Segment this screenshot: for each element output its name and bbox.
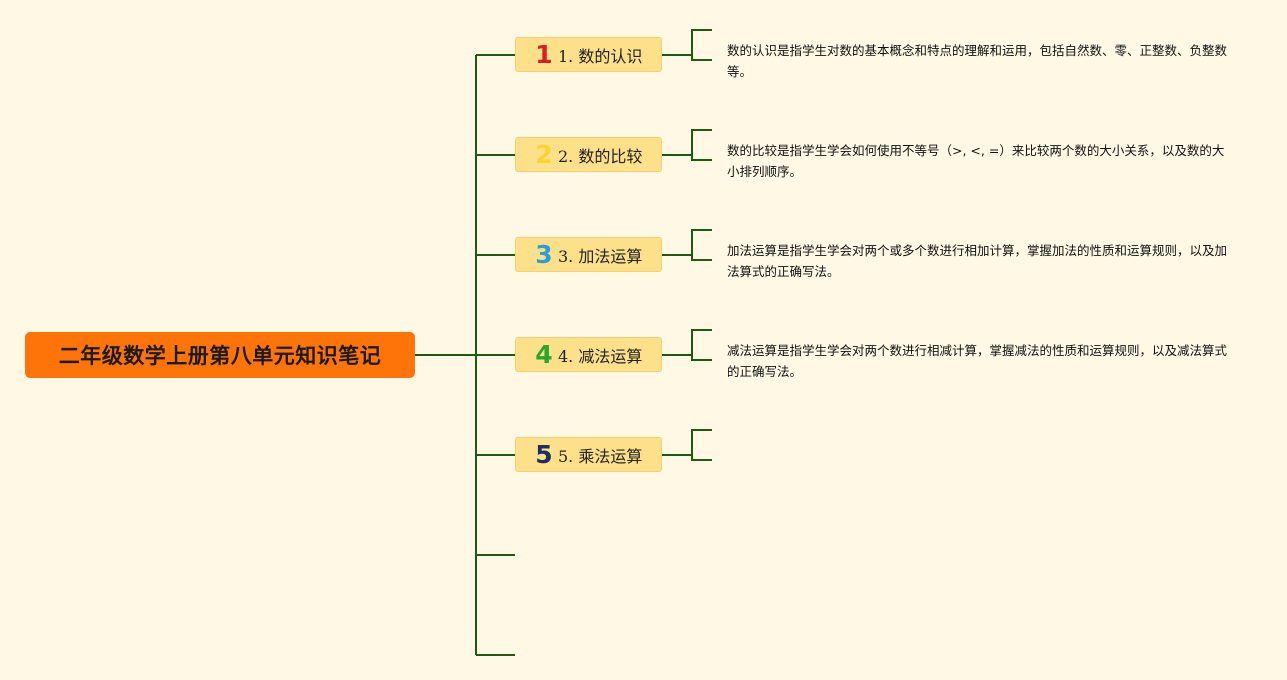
topic-number-recognition[interactable]: 1 1. 数的认识 [515,37,662,72]
number-4-icon: 4 [535,340,553,369]
topic-number-comparison[interactable]: 2 2. 数的比较 [515,137,662,172]
topic-description: 减法运算是指学生学会对两个数进行相减计算，掌握减法的性质和运算规则，以及减法算式… [727,343,1228,379]
number-5-icon: 5 [535,440,553,469]
number-1-icon: 1 [535,40,553,69]
root-topic-label: 二年级数学上册第八单元知识笔记 [58,344,382,368]
topic-subtraction[interactable]: 4 4. 减法运算 [515,337,662,372]
topic-label: 2. 数的比较 [558,146,643,166]
topic-label: 3. 加法运算 [558,246,643,266]
topic-label: 1. 数的认识 [558,46,643,66]
topic-label: 5. 乘法运算 [558,446,643,466]
topic-addition[interactable]: 3 3. 加法运算 [515,237,662,272]
topic-label: 4. 减法运算 [558,346,643,366]
topic-description: 数的比较是指学生学会如何使用不等号（>, <, =）来比较两个数的大小关系，以及… [727,143,1225,179]
topic-multiplication[interactable]: 5 5. 乘法运算 [515,437,662,472]
topic-description: 数的认识是指学生对数的基本概念和特点的理解和运用，包括自然数、零、正整数、负整数… [727,43,1228,79]
number-3-icon: 3 [535,240,553,269]
root-topic[interactable]: 二年级数学上册第八单元知识笔记 [25,332,415,378]
topic-description: 加法运算是指学生学会对两个或多个数进行相加计算，掌握加法的性质和运算规则，以及加… [727,243,1228,279]
number-2-icon: 2 [535,140,553,169]
